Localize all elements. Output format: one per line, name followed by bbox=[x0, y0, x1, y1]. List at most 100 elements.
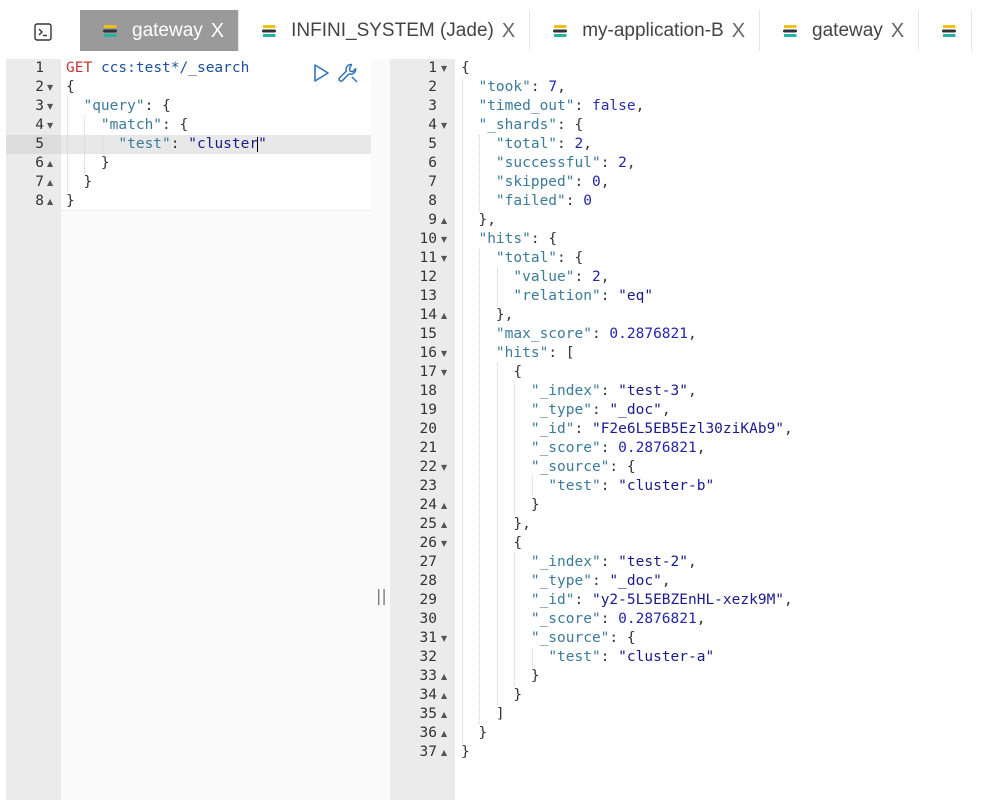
fold-toggle-close-icon[interactable]: ▲ bbox=[441, 311, 448, 320]
code-line: "_type": "_doc", bbox=[530, 402, 671, 418]
fold-toggle-close-icon[interactable]: ▲ bbox=[441, 710, 448, 719]
code-line: } bbox=[461, 725, 488, 741]
fold-toggle-open-icon[interactable]: ▼ bbox=[441, 539, 448, 548]
indent-guide bbox=[84, 116, 86, 173]
fold-toggle-open-icon[interactable]: ▼ bbox=[441, 463, 448, 472]
fold-toggle-close-icon[interactable]: ▲ bbox=[47, 197, 54, 206]
code-line: { bbox=[461, 60, 470, 76]
line-number: 34 bbox=[419, 687, 437, 703]
split-divider[interactable] bbox=[371, 59, 390, 800]
code-line: "_id": "y2-5L5EBZEnHL-xezk9M", bbox=[530, 592, 793, 608]
fold-toggle-open-icon[interactable]: ▼ bbox=[441, 121, 448, 130]
code-line: "hits": [ bbox=[495, 345, 575, 361]
line-number: 12 bbox=[419, 269, 437, 285]
line-number: 13 bbox=[419, 288, 437, 304]
code-line: } bbox=[461, 497, 540, 513]
line-number: 11 bbox=[419, 250, 437, 266]
code-line: "_source": { bbox=[530, 459, 636, 475]
tab-bar: gateway X INFINI_SYSTEM (Jade) X my-appl… bbox=[0, 0, 993, 54]
close-icon[interactable]: X bbox=[501, 19, 516, 42]
code-line: { bbox=[66, 79, 75, 95]
active-line-highlight bbox=[61, 135, 371, 154]
fold-toggle-close-icon[interactable]: ▲ bbox=[47, 159, 54, 168]
code-line: }, bbox=[461, 307, 514, 323]
fold-toggle-close-icon[interactable]: ▲ bbox=[441, 520, 448, 529]
code-line: "max_score": 0.2876821, bbox=[495, 326, 697, 342]
indent-guide bbox=[479, 249, 481, 724]
fold-toggle-open-icon[interactable]: ▼ bbox=[47, 102, 54, 111]
code-line: { bbox=[461, 535, 523, 551]
code-line: } bbox=[461, 687, 523, 703]
resize-handle-icon[interactable]: || bbox=[376, 586, 387, 605]
active-line-gutter-highlight bbox=[6, 135, 61, 154]
code-line: "test": "cluster-a" bbox=[548, 649, 715, 665]
fold-toggle-open-icon[interactable]: ▼ bbox=[441, 254, 448, 263]
response-gutter bbox=[390, 59, 455, 800]
run-request-button[interactable] bbox=[310, 62, 332, 84]
fold-toggle-close-icon[interactable]: ▲ bbox=[441, 672, 448, 681]
line-number: 4 bbox=[35, 117, 44, 133]
line-number: 1 bbox=[35, 60, 44, 76]
line-number: 37 bbox=[419, 744, 437, 760]
code-line: { bbox=[461, 364, 523, 380]
code-line: "successful": 2, bbox=[495, 155, 636, 171]
indent-guide bbox=[67, 97, 68, 192]
fold-toggle-close-icon[interactable]: ▲ bbox=[441, 216, 448, 225]
line-number: 26 bbox=[419, 535, 437, 551]
fold-toggle-open-icon[interactable]: ▼ bbox=[47, 83, 54, 92]
fold-toggle-open-icon[interactable]: ▼ bbox=[47, 121, 54, 130]
console-button[interactable] bbox=[22, 16, 64, 48]
elasticsearch-logo-icon bbox=[552, 22, 568, 40]
tab-overflow[interactable] bbox=[919, 10, 973, 51]
request-editor-empty-area[interactable] bbox=[61, 211, 371, 800]
code-line: "_shards": { bbox=[478, 117, 584, 133]
code-line: } bbox=[66, 193, 75, 209]
fold-toggle-open-icon[interactable]: ▼ bbox=[441, 368, 448, 377]
fold-toggle-close-icon[interactable]: ▲ bbox=[47, 178, 54, 187]
code-line: } bbox=[66, 155, 110, 171]
tab-infini-system[interactable]: INFINI_SYSTEM (Jade) X bbox=[239, 10, 531, 51]
close-icon[interactable]: X bbox=[210, 19, 225, 42]
fold-toggle-close-icon[interactable]: ▲ bbox=[441, 748, 448, 757]
code-line: "total": { bbox=[495, 250, 584, 266]
fold-toggle-open-icon[interactable]: ▼ bbox=[441, 235, 448, 244]
close-icon[interactable]: X bbox=[890, 19, 905, 42]
line-number: 3 bbox=[428, 98, 437, 114]
line-number: 15 bbox=[419, 326, 437, 342]
tab-gateway-active[interactable]: gateway X bbox=[80, 10, 240, 51]
code-line: "_index": "test-2", bbox=[530, 554, 697, 570]
request-settings-button[interactable] bbox=[336, 61, 362, 85]
elasticsearch-logo-icon bbox=[102, 22, 118, 40]
indent-guide bbox=[462, 78, 463, 743]
fold-toggle-close-icon[interactable]: ▲ bbox=[441, 691, 448, 700]
code-line: "match": { bbox=[100, 117, 189, 133]
tab-gateway-2[interactable]: gateway X bbox=[760, 10, 920, 51]
line-number: 18 bbox=[419, 383, 437, 399]
tab-my-application-b[interactable]: my-application-B X bbox=[530, 10, 761, 51]
fold-toggle-open-icon[interactable]: ▼ bbox=[441, 634, 448, 643]
fold-toggle-open-icon[interactable]: ▼ bbox=[441, 349, 448, 358]
indent-guide bbox=[496, 363, 498, 705]
close-icon[interactable]: X bbox=[731, 19, 746, 42]
code-line: "value": 2, bbox=[513, 269, 610, 285]
fold-toggle-open-icon[interactable]: ▼ bbox=[441, 64, 448, 73]
line-number: 24 bbox=[419, 497, 437, 513]
code-line: } bbox=[461, 668, 540, 684]
indent-guide bbox=[514, 382, 516, 515]
code-line: "relation": "eq" bbox=[513, 288, 654, 304]
code-line: "timed_out": false, bbox=[478, 98, 645, 114]
play-icon bbox=[314, 64, 329, 82]
code-line: ] bbox=[461, 706, 505, 722]
line-number: 28 bbox=[419, 573, 437, 589]
line-number: 31 bbox=[419, 630, 437, 646]
code-line: "skipped": 0, bbox=[495, 174, 610, 190]
fold-toggle-close-icon[interactable]: ▲ bbox=[441, 501, 448, 510]
response-editor[interactable] bbox=[455, 59, 993, 800]
line-number: 7 bbox=[428, 174, 437, 190]
tab-label: my-application-B bbox=[582, 19, 724, 41]
fold-toggle-close-icon[interactable]: ▲ bbox=[441, 729, 448, 738]
line-number: 25 bbox=[419, 516, 437, 532]
elasticsearch-logo-icon bbox=[782, 22, 798, 40]
line-number: 36 bbox=[419, 725, 437, 741]
code-line: "_index": "test-3", bbox=[530, 383, 697, 399]
